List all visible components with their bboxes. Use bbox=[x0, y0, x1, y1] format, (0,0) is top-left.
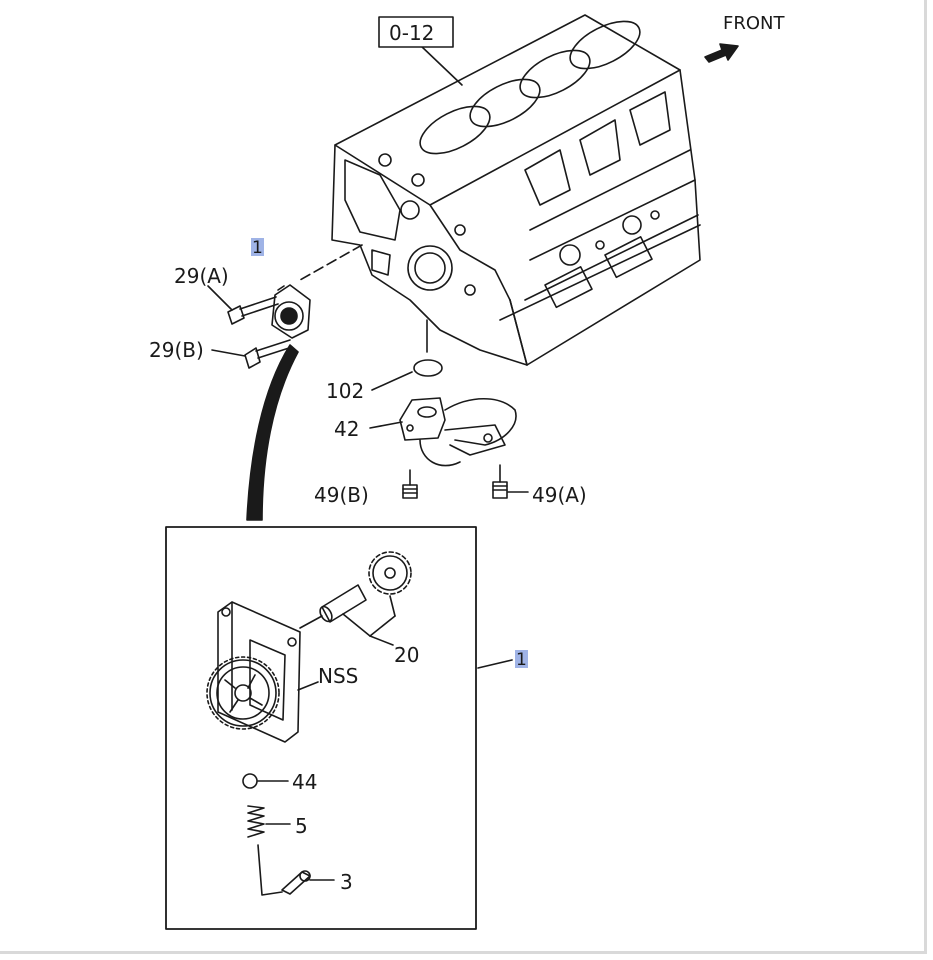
detail-box-leader bbox=[477, 659, 513, 669]
bolt-49a bbox=[492, 464, 529, 499]
oil-pump-detail bbox=[206, 601, 301, 743]
label-29a[interactable]: 29(A) bbox=[174, 264, 229, 288]
ref-leader bbox=[419, 44, 463, 86]
engine-block bbox=[331, 14, 701, 366]
front-label: FRONT bbox=[723, 13, 785, 34]
bolt-29b bbox=[211, 339, 293, 369]
label-5[interactable]: 5 bbox=[295, 814, 308, 838]
pump-ref-box[interactable]: 1 bbox=[516, 650, 527, 670]
bolt-49b bbox=[402, 469, 418, 499]
detail-arrow bbox=[246, 344, 299, 521]
o-ring-102 bbox=[413, 359, 443, 377]
ref-box-label: 0-12 bbox=[389, 21, 434, 45]
pin-3 bbox=[281, 870, 335, 895]
label-102[interactable]: 102 bbox=[326, 379, 364, 403]
oil-pump-small bbox=[271, 284, 311, 339]
label-49a[interactable]: 49(A) bbox=[532, 483, 587, 507]
label-20[interactable]: 20 bbox=[394, 643, 419, 667]
label-49b[interactable]: 49(B) bbox=[314, 483, 369, 507]
ball-44 bbox=[242, 773, 258, 789]
label-29b[interactable]: 29(B) bbox=[149, 338, 204, 362]
label-3[interactable]: 3 bbox=[340, 870, 353, 894]
pump-ref-top[interactable]: 1 bbox=[252, 238, 263, 258]
label-nss[interactable]: NSS bbox=[318, 664, 358, 688]
ref-box bbox=[378, 16, 454, 48]
detail-box bbox=[165, 526, 477, 930]
pump-ref-top-highlight bbox=[251, 238, 264, 256]
pump-ref-box-highlight bbox=[515, 650, 528, 668]
label-42[interactable]: 42 bbox=[334, 417, 359, 441]
label-44[interactable]: 44 bbox=[292, 770, 317, 794]
assembly-line bbox=[257, 844, 283, 896]
gear-set-20 bbox=[299, 551, 412, 646]
front-arrow-icon bbox=[704, 43, 739, 63]
bolt-29a bbox=[207, 285, 279, 325]
nss-leader bbox=[297, 681, 319, 691]
oil-strainer-42 bbox=[369, 397, 517, 467]
mount-axis bbox=[299, 244, 363, 281]
spring-5 bbox=[247, 805, 291, 838]
